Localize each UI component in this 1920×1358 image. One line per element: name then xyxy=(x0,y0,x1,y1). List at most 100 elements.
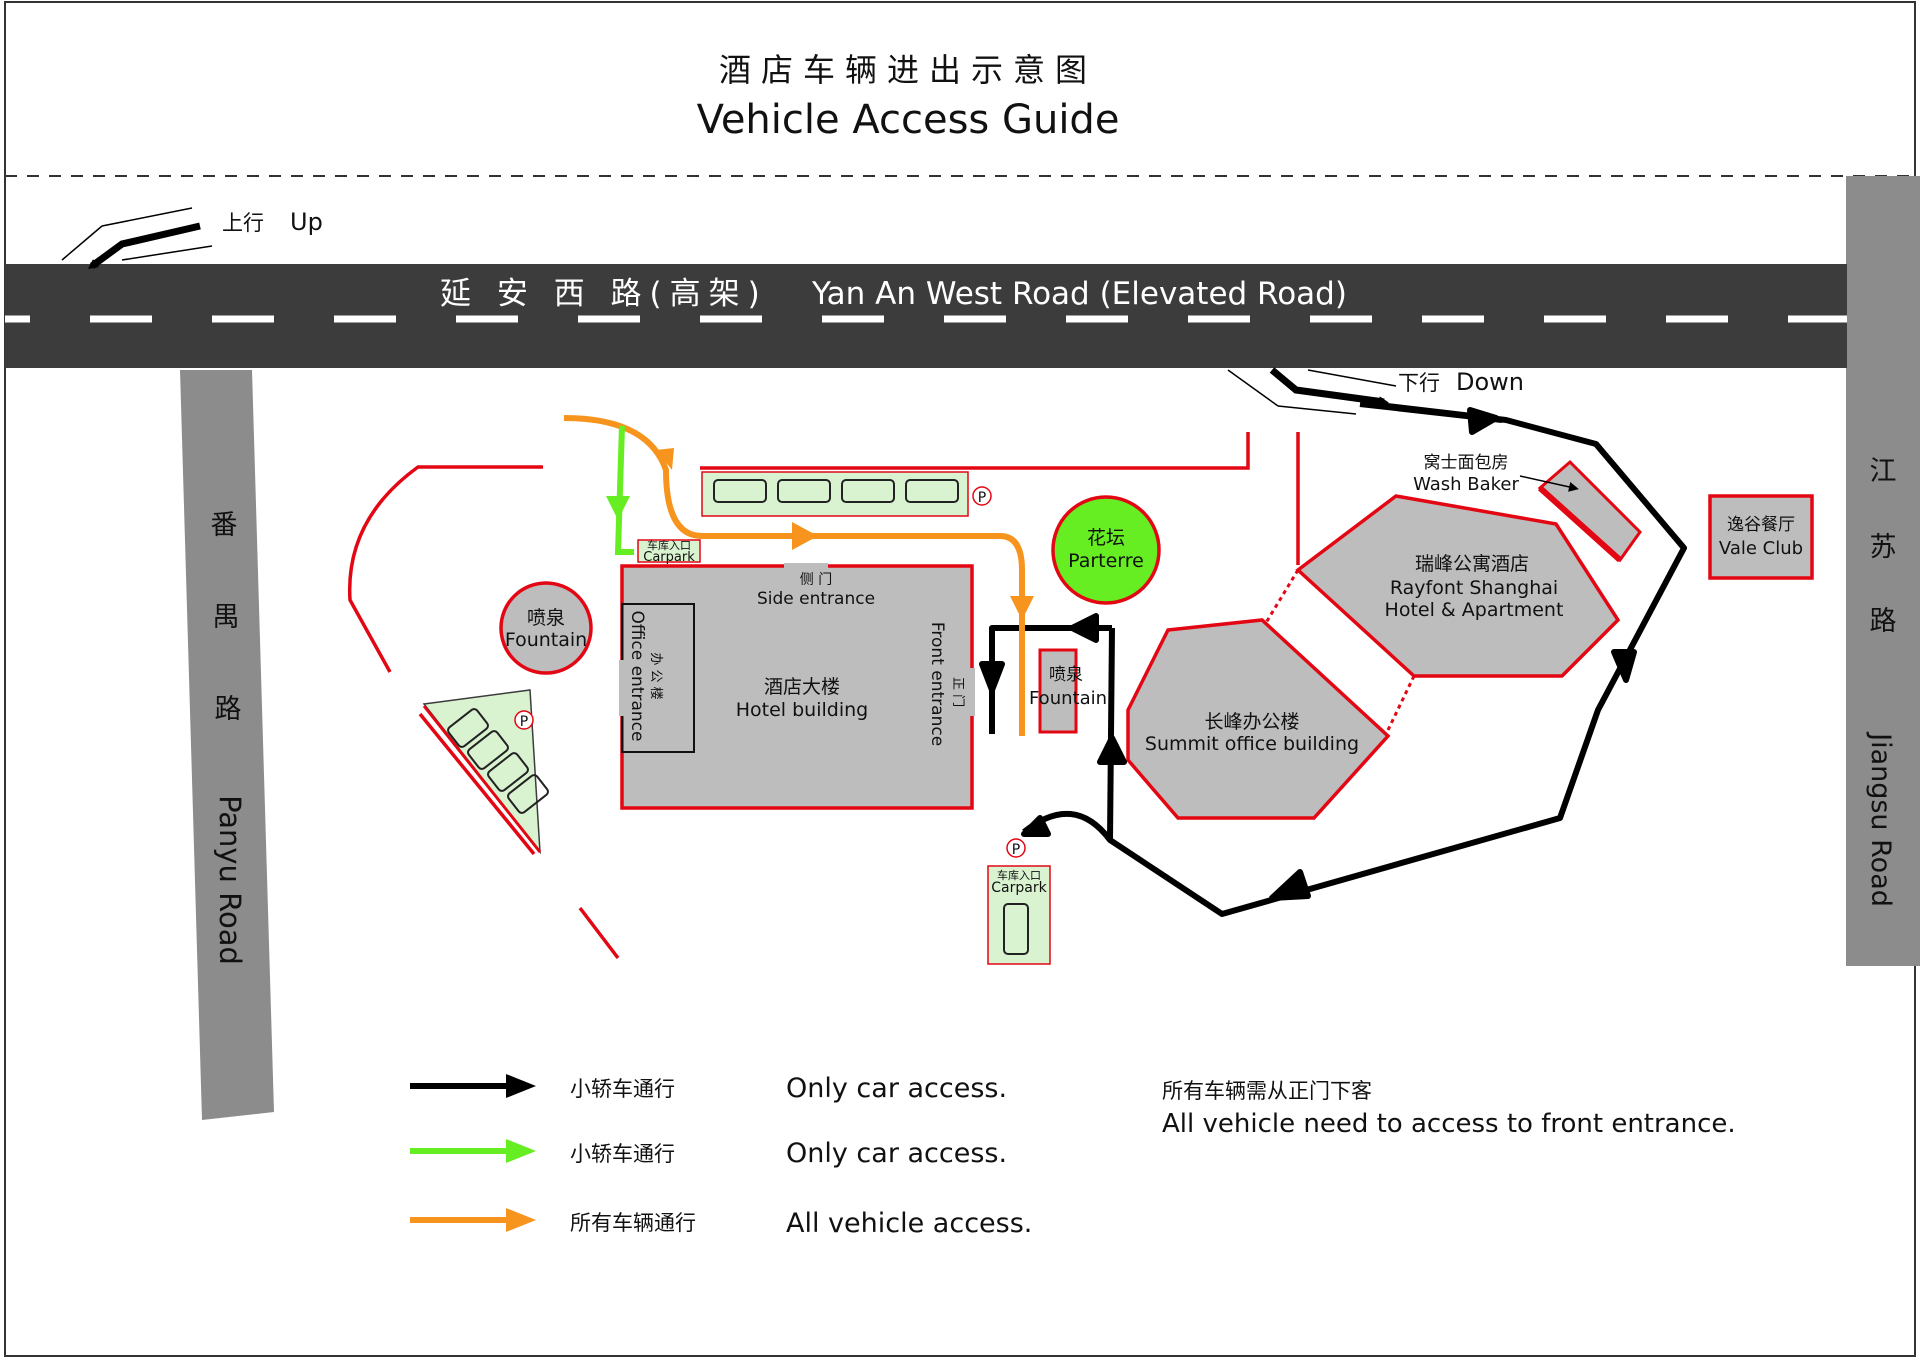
carpark-bottom: 车库入口 Carpark P xyxy=(987,838,1051,965)
carpark-bottom-stall xyxy=(1003,903,1029,955)
fountain-front-en: Fountain xyxy=(1029,688,1107,709)
side-entrance-en: Side entrance xyxy=(757,589,875,609)
yanan-road-zh: 延 安 西 路(高架) xyxy=(440,276,768,312)
legend-item-2-en: Only car access. xyxy=(786,1138,1007,1169)
office-entrance-zh: 办 公 楼 xyxy=(648,652,663,699)
route-green-car xyxy=(606,425,634,555)
carpark-side-zh: 车库入口 xyxy=(647,538,691,552)
parking-left-stalls xyxy=(447,708,549,814)
fountain-front: 喷泉 Fountain xyxy=(1029,648,1107,734)
jiangsu-road-zh-1: 江 xyxy=(1870,456,1897,487)
parking-left: P xyxy=(422,689,549,855)
fountain-front-zh: 喷泉 xyxy=(1049,665,1083,685)
wash-baker-en: Wash Baker xyxy=(1413,474,1519,495)
hotel-zh: 酒店大楼 xyxy=(764,676,840,698)
note-zh: 所有车辆需从正门下客 xyxy=(1162,1079,1372,1103)
parking-top-area xyxy=(701,471,969,517)
fountain-left: 喷泉 Fountain xyxy=(499,581,593,675)
jiangsu-road-surface xyxy=(1846,176,1920,966)
office-entrance-en: Office entrance xyxy=(627,611,647,742)
jiangsu-road-en: Jiangsu Road xyxy=(1865,731,1896,907)
parking-left-sign xyxy=(514,710,534,730)
carpark-side-box xyxy=(637,539,701,563)
panyu-road-zh-1: 番 xyxy=(211,510,238,541)
carpark-side: 车库入口 Carpark xyxy=(637,538,701,565)
side-entrance-zh: 侧 门 xyxy=(800,572,832,588)
vale-club-en: Vale Club xyxy=(1719,538,1803,559)
hotel-building: 酒店大楼 Hotel building 侧 门 Side entrance 办 … xyxy=(619,563,975,810)
fountain-left-en: Fountain xyxy=(505,629,587,651)
jiangsu-road-zh-2: 苏 xyxy=(1870,532,1897,563)
carpark-bottom-sign xyxy=(1006,838,1026,858)
title-en: Vehicle Access Guide xyxy=(697,97,1120,143)
carpark-bottom-zh: 车库入口 xyxy=(997,868,1041,882)
vale-club-zh: 逸谷餐厅 xyxy=(1727,515,1795,535)
vale-club: 逸谷餐厅 Vale Club xyxy=(1708,494,1814,580)
front-entrance-zh: 正 门 xyxy=(950,677,965,707)
route-orange-all xyxy=(563,415,1034,736)
parking-top-p: P xyxy=(978,490,986,506)
connector-dotted-1 xyxy=(1262,569,1300,627)
site-boundaries xyxy=(347,432,1300,960)
parterre-circle xyxy=(1051,495,1161,605)
carpark-bottom-p: P xyxy=(1012,842,1020,858)
legend-item-3-zh: 所有车辆通行 xyxy=(570,1211,696,1235)
parterre-zh: 花坛 xyxy=(1087,527,1125,549)
down-zh: 下行 xyxy=(1398,371,1440,395)
jiangsu-road-zh-3: 路 xyxy=(1870,606,1897,637)
rayfont-en1: Rayfont Shanghai xyxy=(1390,577,1558,599)
front-entrance-en: Front entrance xyxy=(927,622,947,746)
legend-item-2-zh: 小轿车通行 xyxy=(570,1142,675,1166)
summit-zh: 长峰办公楼 xyxy=(1204,711,1299,733)
panyu-road: 番 禺 路 Panyu Road xyxy=(180,370,274,1120)
wash-baker-pointer xyxy=(1519,475,1579,492)
up-ramp: 上行 Up xyxy=(61,207,323,269)
yanan-road-surface xyxy=(5,264,1847,368)
yanan-road: 延 安 西 路(高架) Yan An West Road (Elevated R… xyxy=(5,264,1847,368)
up-ramp-arrow xyxy=(87,222,201,269)
connector-dotted-2 xyxy=(1386,675,1416,731)
panyu-road-surface xyxy=(180,370,274,1120)
carpark-side-en: Carpark xyxy=(643,550,695,565)
fountain-left-circle xyxy=(499,581,593,675)
legend: 小轿车通行 Only car access. 小轿车通行 Only car ac… xyxy=(410,1073,1032,1239)
panyu-road-en: Panyu Road xyxy=(213,795,247,965)
panyu-road-zh-2: 禺 xyxy=(213,602,240,633)
down-ramp-arrow xyxy=(1269,367,1389,407)
rayfont-zh: 瑞峰公寓酒店 xyxy=(1415,553,1529,575)
legend-item-3-en: All vehicle access. xyxy=(786,1208,1032,1239)
parking-top: P xyxy=(701,471,992,517)
legend-item-2: 小轿车通行 Only car access. xyxy=(410,1138,1007,1169)
down-ramp: 下行 Down xyxy=(1227,367,1524,415)
hotel-en: Hotel building xyxy=(736,699,868,721)
summit-body xyxy=(1126,618,1391,820)
carpark-bottom-box xyxy=(987,865,1051,965)
wash-baker: 窝士面包房 Wash Baker xyxy=(1413,453,1642,563)
route-black-car xyxy=(979,401,1687,917)
access-note: 所有车辆需从正门下客 All vehicle need to access to… xyxy=(1162,1079,1736,1139)
fountain-left-zh: 喷泉 xyxy=(527,607,565,629)
legend-item-1: 小轿车通行 Only car access. xyxy=(410,1073,1007,1104)
parking-top-sign xyxy=(972,486,992,506)
legend-item-1-en: Only car access. xyxy=(786,1073,1007,1104)
parking-left-p: P xyxy=(520,714,528,730)
up-zh: 上行 xyxy=(222,211,264,235)
vale-club-box xyxy=(1708,494,1814,580)
parterre: 花坛 Parterre xyxy=(1051,495,1161,605)
title-zh: 酒店车辆进出示意图 xyxy=(719,51,1097,89)
panyu-road-zh-3: 路 xyxy=(215,694,242,725)
parking-top-stalls xyxy=(713,479,959,503)
up-en: Up xyxy=(290,208,323,236)
legend-item-1-zh: 小轿车通行 xyxy=(570,1077,675,1101)
down-en: Down xyxy=(1456,368,1524,396)
summit-en: Summit office building xyxy=(1145,733,1359,755)
hotel-building-body xyxy=(620,564,974,810)
parterre-en: Parterre xyxy=(1068,550,1144,572)
summit-building: 长峰办公楼 Summit office building xyxy=(1126,618,1391,820)
wash-baker-zh: 窝士面包房 xyxy=(1424,453,1509,473)
header: 酒店车辆进出示意图 Vehicle Access Guide xyxy=(5,51,1915,177)
fountain-front-box xyxy=(1038,648,1078,734)
jiangsu-road: 江 苏 路 Jiangsu Road xyxy=(1846,176,1920,966)
carpark-bottom-en: Carpark xyxy=(991,880,1047,896)
